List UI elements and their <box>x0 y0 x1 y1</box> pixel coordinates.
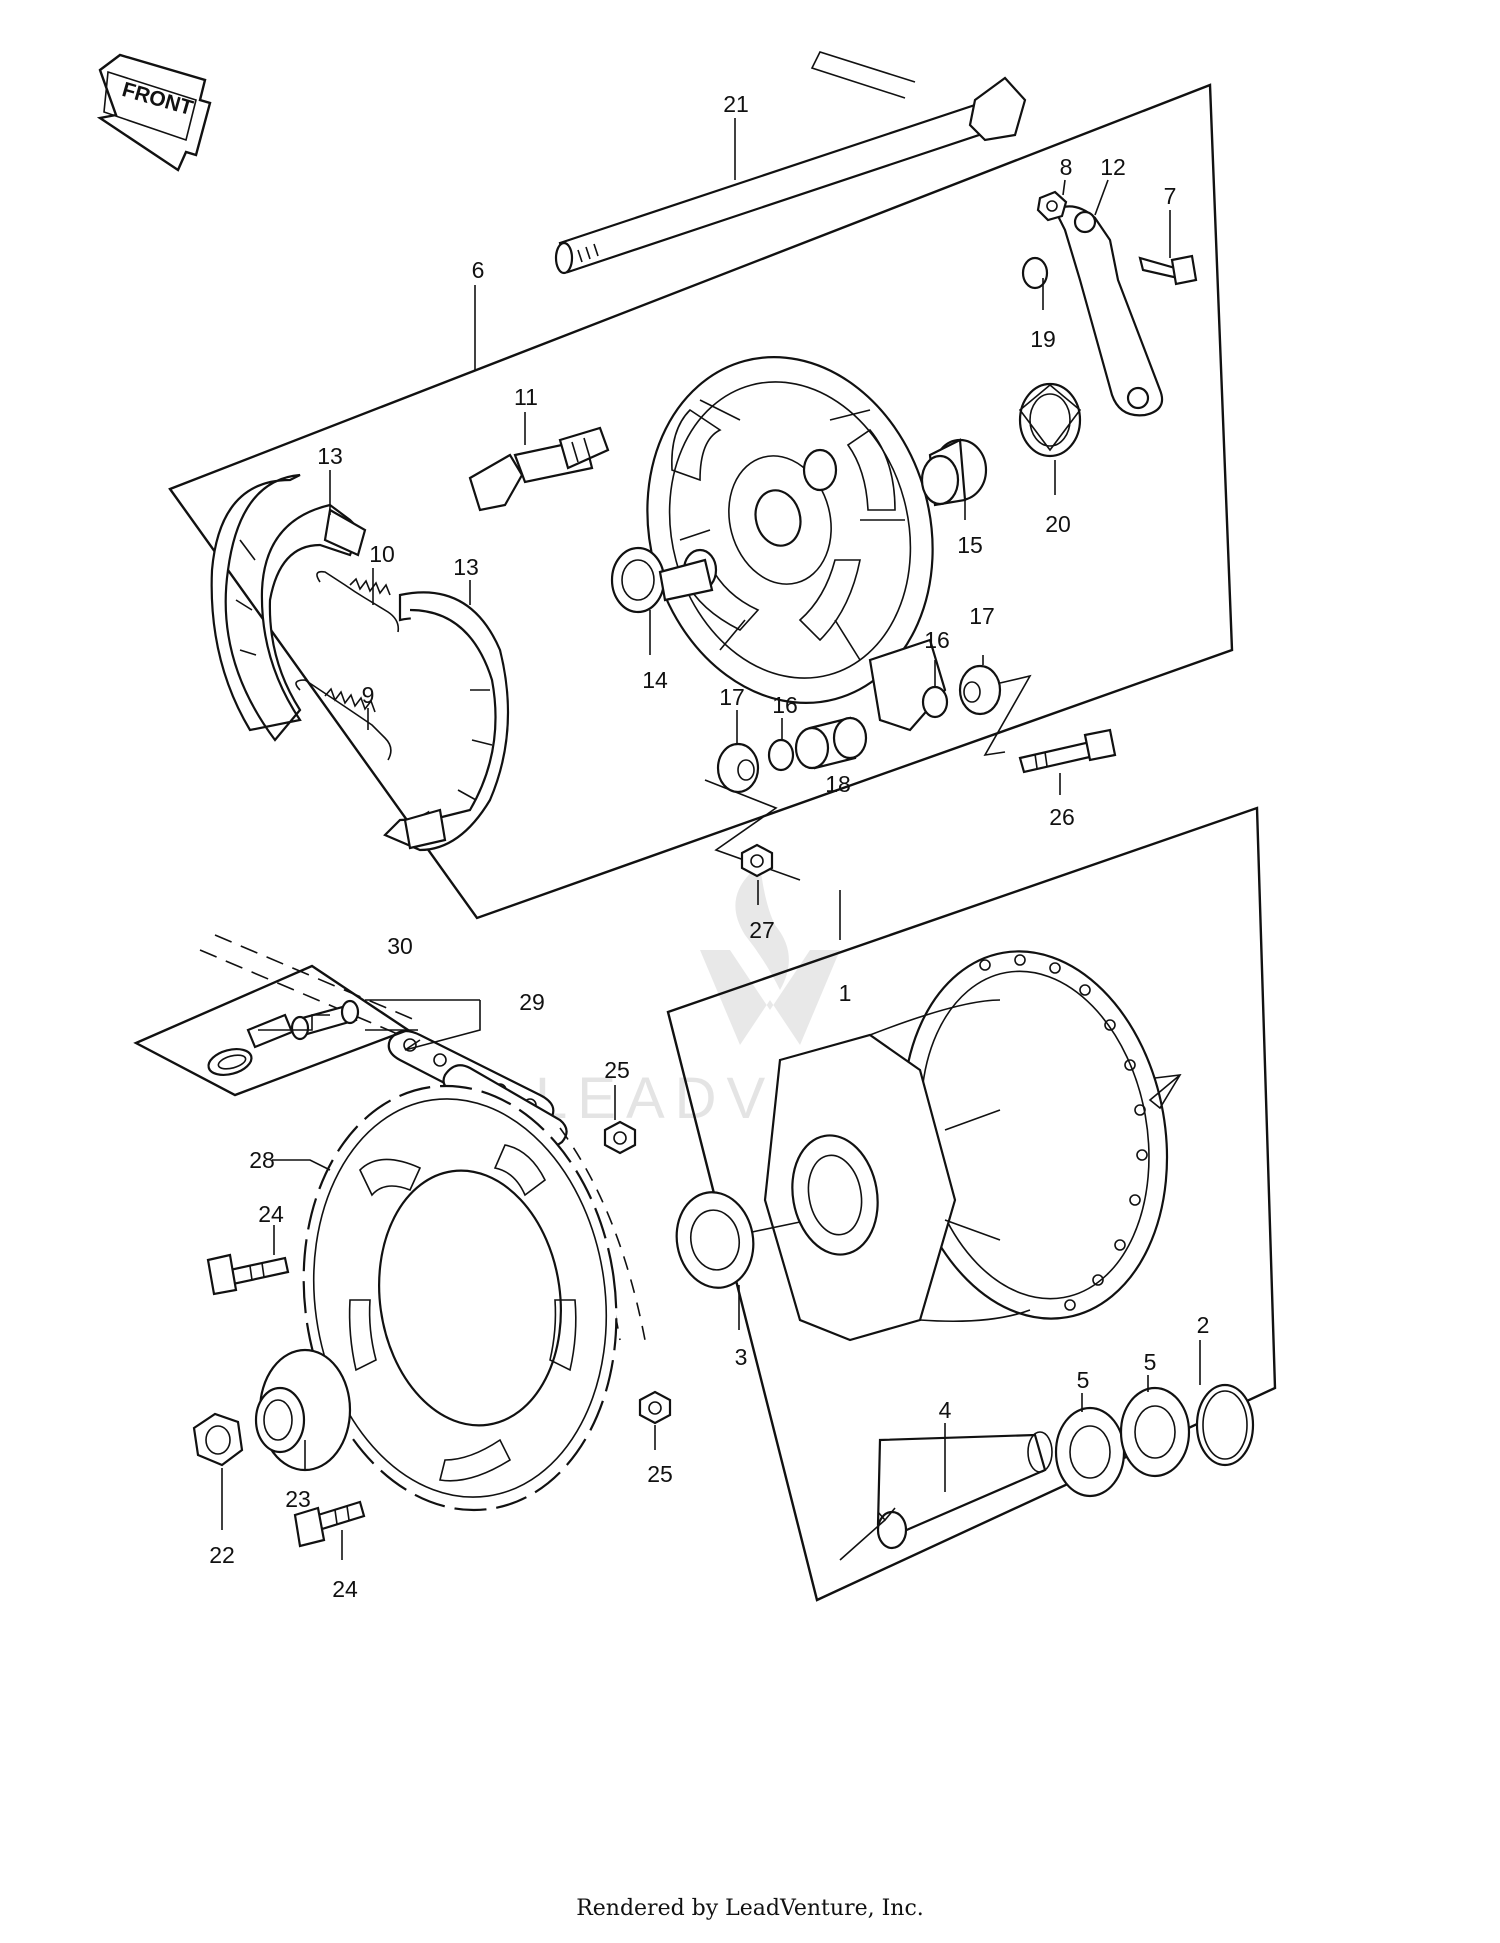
callout-30: 30 <box>387 933 413 959</box>
sprocket-bolt-24-upper <box>206 1253 290 1296</box>
callout-2: 2 <box>1197 1312 1210 1338</box>
torque-link-bolt-26 <box>1018 728 1117 774</box>
callout-24-lower: 24 <box>332 1576 358 1602</box>
brake-panel-group-frame <box>168 83 1234 920</box>
callout-25-upper: 25 <box>604 1057 630 1083</box>
front-arrow-icon: FRONT <box>96 53 212 172</box>
callout-27: 27 <box>749 917 775 943</box>
callout-13-right: 13 <box>453 554 479 580</box>
circlip-2 <box>1195 1383 1255 1467</box>
wheel-hub-group-frame <box>666 806 1277 1602</box>
callout-19: 19 <box>1030 326 1056 352</box>
callout-21: 21 <box>723 91 749 117</box>
brake-cam-shaft <box>468 426 610 512</box>
o-ring-16-left <box>767 738 795 772</box>
brake-spring-upper <box>316 570 400 633</box>
callout-7: 7 <box>1164 183 1177 209</box>
callout-5-left: 5 <box>1077 1367 1090 1393</box>
callout-12: 12 <box>1100 154 1126 180</box>
brake-shoe-right <box>383 591 510 852</box>
callout-29: 29 <box>519 989 545 1015</box>
nut-25-lower <box>638 1390 672 1425</box>
callout-16-right: 16 <box>924 627 950 653</box>
sprocket-spacer-23 <box>254 1348 352 1472</box>
o-ring-19 <box>1021 256 1049 290</box>
callout-28: 28 <box>249 1147 275 1173</box>
callout-1: 1 <box>839 980 852 1006</box>
callout-26: 26 <box>1049 804 1075 830</box>
callout-20: 20 <box>1045 511 1071 537</box>
brake-cam-seal <box>610 546 714 614</box>
hub-bolt-holes <box>979 954 1148 1311</box>
brake-spring-lower <box>295 679 392 761</box>
axis-line-lower-right <box>983 674 1032 757</box>
brake-cam-lever <box>1053 205 1164 417</box>
hub-bearing-5-right <box>1119 1386 1191 1478</box>
hub-bearing-5-left <box>1054 1406 1126 1498</box>
bearing-3 <box>675 1191 801 1289</box>
callout-8: 8 <box>1060 154 1073 180</box>
axle-nut-22 <box>192 1412 244 1467</box>
collar-15 <box>920 438 988 507</box>
bushing-17-left <box>716 742 760 794</box>
collar-18 <box>794 716 868 770</box>
hub-spacer-4 <box>876 1431 1053 1550</box>
oil-seal-20 <box>1018 382 1082 458</box>
leader-lines <box>221 118 1201 1560</box>
callout-4: 4 <box>939 1397 952 1423</box>
callout-22: 22 <box>209 1542 235 1568</box>
nut-27 <box>740 843 774 878</box>
callout-13-left: 13 <box>317 443 343 469</box>
wheel-hub <box>763 950 1169 1342</box>
lever-bolt-7 <box>1138 254 1198 286</box>
footer-credit: Rendered by LeadVenture, Inc. <box>576 1896 924 1921</box>
callout-17-right: 17 <box>969 603 995 629</box>
callout-25-lower: 25 <box>647 1461 673 1487</box>
sprocket-bolt-24-lower <box>293 1500 366 1548</box>
o-ring-16-right <box>921 685 949 719</box>
lever-nut-8 <box>1036 190 1068 222</box>
nut-25-upper <box>603 1120 637 1155</box>
bushing-17-right <box>958 664 1002 716</box>
callout-10: 10 <box>369 541 395 567</box>
hub-arrow-right <box>1148 1074 1182 1110</box>
callout-16-left: 16 <box>772 692 798 718</box>
hub-arrow-left <box>839 1507 896 1561</box>
callout-24-upper: 24 <box>258 1201 284 1227</box>
callout-5-right: 5 <box>1144 1349 1157 1375</box>
callout-6: 6 <box>472 257 485 283</box>
callout-18: 18 <box>825 771 851 797</box>
callout-14: 14 <box>642 667 668 693</box>
callout-9: 9 <box>362 682 375 708</box>
callout-15: 15 <box>957 532 983 558</box>
rear-sprocket <box>302 1084 618 1512</box>
rear-axle <box>554 51 1027 275</box>
front-arrow-label: FRONT <box>120 78 196 120</box>
callout-23: 23 <box>285 1486 311 1512</box>
callout-11: 11 <box>514 384 538 410</box>
callout-17-left: 17 <box>719 684 745 710</box>
callout-3: 3 <box>735 1344 748 1370</box>
brake-shoe-left <box>210 473 367 742</box>
callout-numbers: 1 2 3 4 5 5 6 7 8 9 10 11 12 13 13 14 15… <box>209 91 1209 1602</box>
